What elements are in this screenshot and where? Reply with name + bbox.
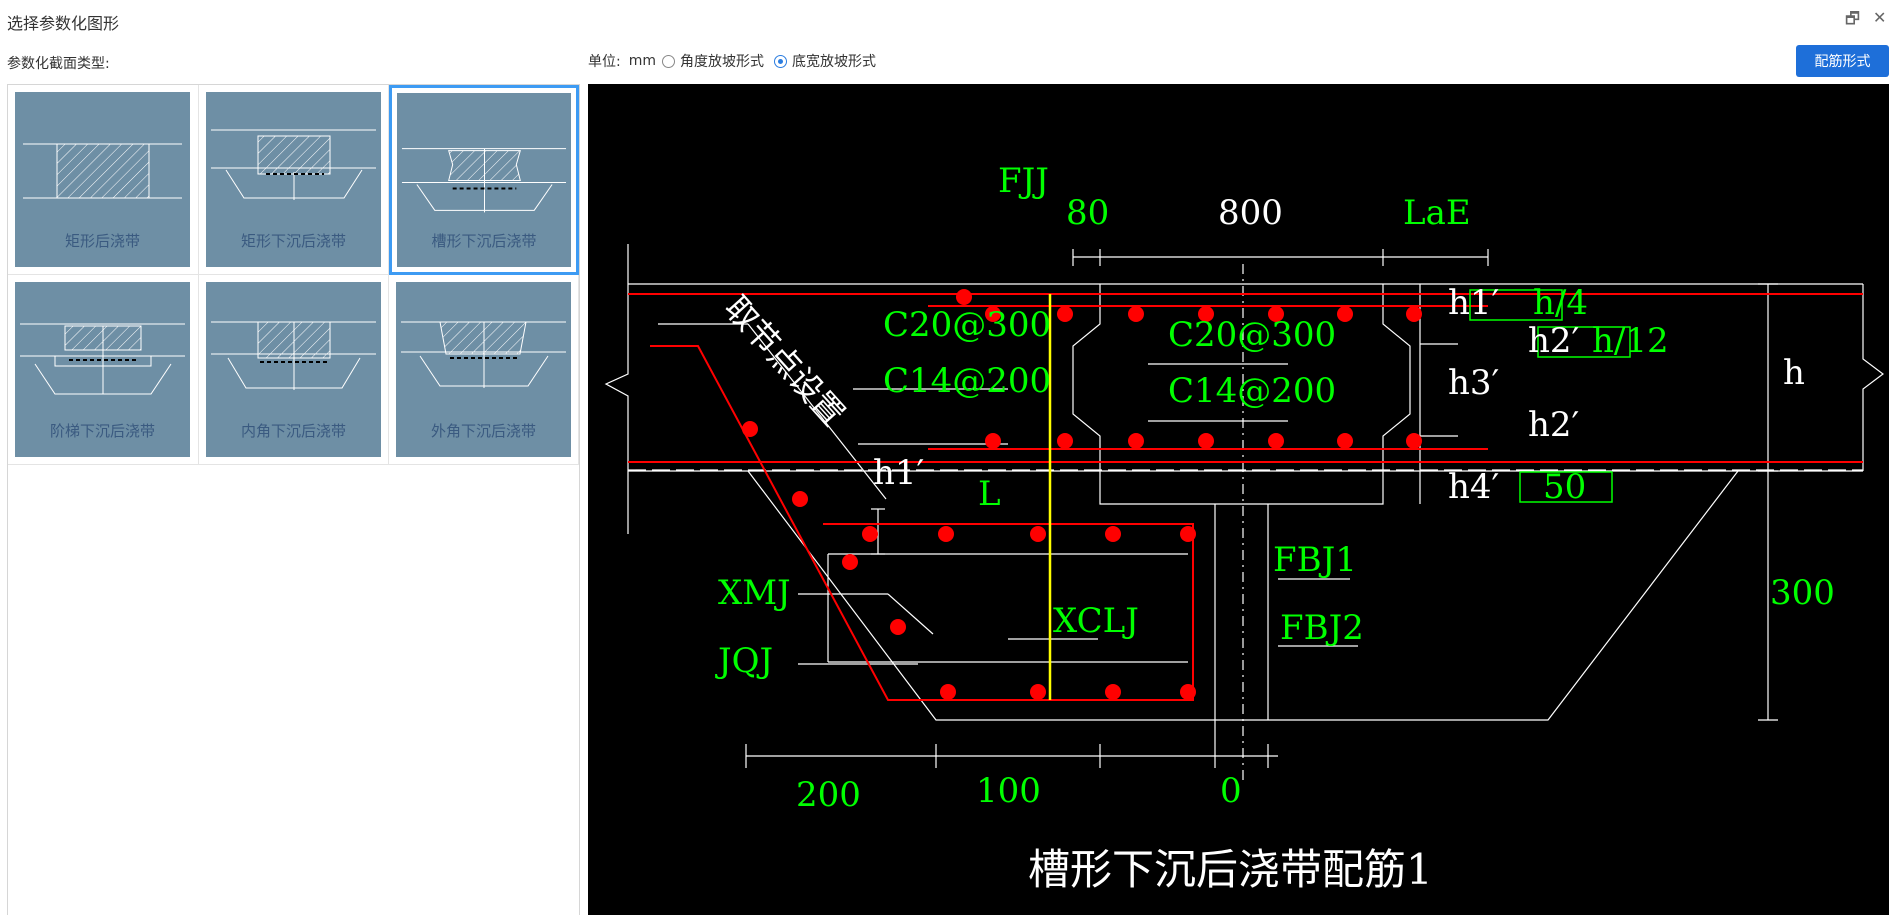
section-type-label: 参数化截面类型: <box>7 56 110 72</box>
thumbnail-image: 矩形后浇带 <box>15 92 190 267</box>
restore-icon[interactable]: 🗗 <box>1845 9 1861 28</box>
inner-corner-sunken-section-icon <box>211 321 376 390</box>
unit-label: 单位: <box>588 54 621 70</box>
close-icon[interactable]: ✕ <box>1873 8 1887 27</box>
radio-icon[interactable] <box>662 54 675 68</box>
c14-right-label: C14@200 <box>1168 371 1336 411</box>
jqj-label: JQJ <box>715 641 773 681</box>
white-labels: 800 h1′ h1′ h2′ h3′ h2′ h4′ h 槽形下沉后浇带配筋1… <box>717 193 1805 894</box>
xmj-label: XMJ <box>718 573 791 613</box>
radio-angle-slope-label: 角度放坡形式 <box>680 54 764 70</box>
title-bar: 选择参数化图形 🗗 ✕ <box>0 0 1889 40</box>
rebar-lines <box>628 293 1863 701</box>
thumbnail-inner-corner-sunken[interactable]: 内角下沉后浇带 <box>199 275 389 465</box>
dim-80: 80 <box>1066 193 1109 233</box>
unit-bar: 单位: mm 角度放坡形式 底宽放坡形式 <box>588 50 886 72</box>
thumbnail-trough-sunken[interactable]: 槽形下沉后浇带 <box>389 85 579 275</box>
rebar-dots <box>742 289 1422 700</box>
h1-right-label: h1′ <box>1448 283 1499 323</box>
dim-0: 0 <box>1220 771 1242 811</box>
thumbnail-grid: 矩形后浇带 矩形下沉后浇带 <box>8 85 581 465</box>
fifty-label: 50 <box>1543 467 1586 507</box>
thumbnail-outer-corner-sunken[interactable]: 外角下沉后浇带 <box>389 275 579 465</box>
thumbnail-image: 内角下沉后浇带 <box>206 282 381 457</box>
label-boxes <box>1469 289 1631 503</box>
thumbnail-image: 阶梯下沉后浇带 <box>15 282 190 457</box>
thumbnail-stepped-sunken[interactable]: 阶梯下沉后浇带 <box>8 275 199 465</box>
fjj-label: FJJ <box>998 161 1049 201</box>
thumbnail-image: 矩形下沉后浇带 <box>206 92 381 267</box>
window-title: 选择参数化图形 <box>7 14 120 33</box>
drawing-title: 槽形下沉后浇带配筋1 <box>1028 845 1433 894</box>
rect-section-icon <box>23 143 182 199</box>
l-label: L <box>978 474 1001 514</box>
radio-bottom-width-slope-label: 底宽放坡形式 <box>792 54 876 70</box>
c20-right-label: C20@300 <box>1168 315 1336 355</box>
fbj2-label: FBJ2 <box>1280 608 1364 648</box>
fbj1-label: FBJ1 <box>1273 540 1357 580</box>
stepped-sunken-section-icon <box>20 323 185 395</box>
trough-sunken-section-icon <box>401 148 567 213</box>
c20-left-label: C20@300 <box>883 305 1051 345</box>
c14-left-label: C14@200 <box>883 361 1051 401</box>
h4-label: h4′ <box>1448 467 1499 507</box>
rect-sunken-section-icon <box>211 129 376 200</box>
node-setting-label: 取节点设置 <box>717 289 852 433</box>
thumbnail-label: 外角下沉后浇带 <box>430 422 536 440</box>
section-type-panel: 矩形后浇带 矩形下沉后浇带 <box>7 84 580 915</box>
cad-drawing: FJJ 80 LaE C20@300 C14@200 C20@300 C14@2… <box>604 161 1884 894</box>
thumbnail-image: 槽形下沉后浇带 <box>397 93 571 267</box>
thumbnail-label: 矩形后浇带 <box>64 232 140 250</box>
thumbnail-rect-sunken[interactable]: 矩形下沉后浇带 <box>199 85 389 275</box>
radio-angle-slope[interactable]: 角度放坡形式 <box>662 51 764 71</box>
rebar-form-button[interactable]: 配筋形式 <box>1796 45 1889 77</box>
thumbnail-label: 槽形下沉后浇带 <box>431 232 537 250</box>
thumbnail-label: 阶梯下沉后浇带 <box>49 422 155 440</box>
thumbnail-rect[interactable]: 矩形后浇带 <box>8 85 199 275</box>
h2-top-label: h2′ <box>1528 321 1579 361</box>
radio-bottom-width-slope[interactable]: 底宽放坡形式 <box>774 51 876 71</box>
thumbnail-label: 内角下沉后浇带 <box>240 422 346 440</box>
radio-checked-icon[interactable] <box>774 54 787 68</box>
drawing-canvas: FJJ 80 LaE C20@300 C14@200 C20@300 C14@2… <box>588 84 1889 915</box>
h-over-4-label: h/4 <box>1533 283 1588 323</box>
green-labels: FJJ 80 LaE C20@300 C14@200 C20@300 C14@2… <box>715 161 1835 815</box>
h-over-12-label: h/12 <box>1592 321 1669 361</box>
h2-bottom-label: h2′ <box>1528 405 1579 445</box>
unit-value: mm <box>628 53 656 69</box>
dim-800: 800 <box>1218 193 1283 233</box>
structure-lines <box>604 244 1884 784</box>
dim-200: 200 <box>796 775 861 815</box>
xclj-label: XCLJ <box>1053 601 1139 641</box>
dim-300: 300 <box>1770 573 1835 613</box>
thumbnail-label: 矩形下沉后浇带 <box>240 232 346 250</box>
thumbnail-image: 外角下沉后浇带 <box>396 282 571 457</box>
outer-corner-sunken-section-icon <box>401 321 566 388</box>
dim-100: 100 <box>976 771 1041 811</box>
h1-left-label: h1′ <box>873 453 924 493</box>
dim-lae: LaE <box>1403 193 1471 233</box>
h-label: h <box>1783 353 1805 393</box>
h3-label: h3′ <box>1448 363 1499 403</box>
